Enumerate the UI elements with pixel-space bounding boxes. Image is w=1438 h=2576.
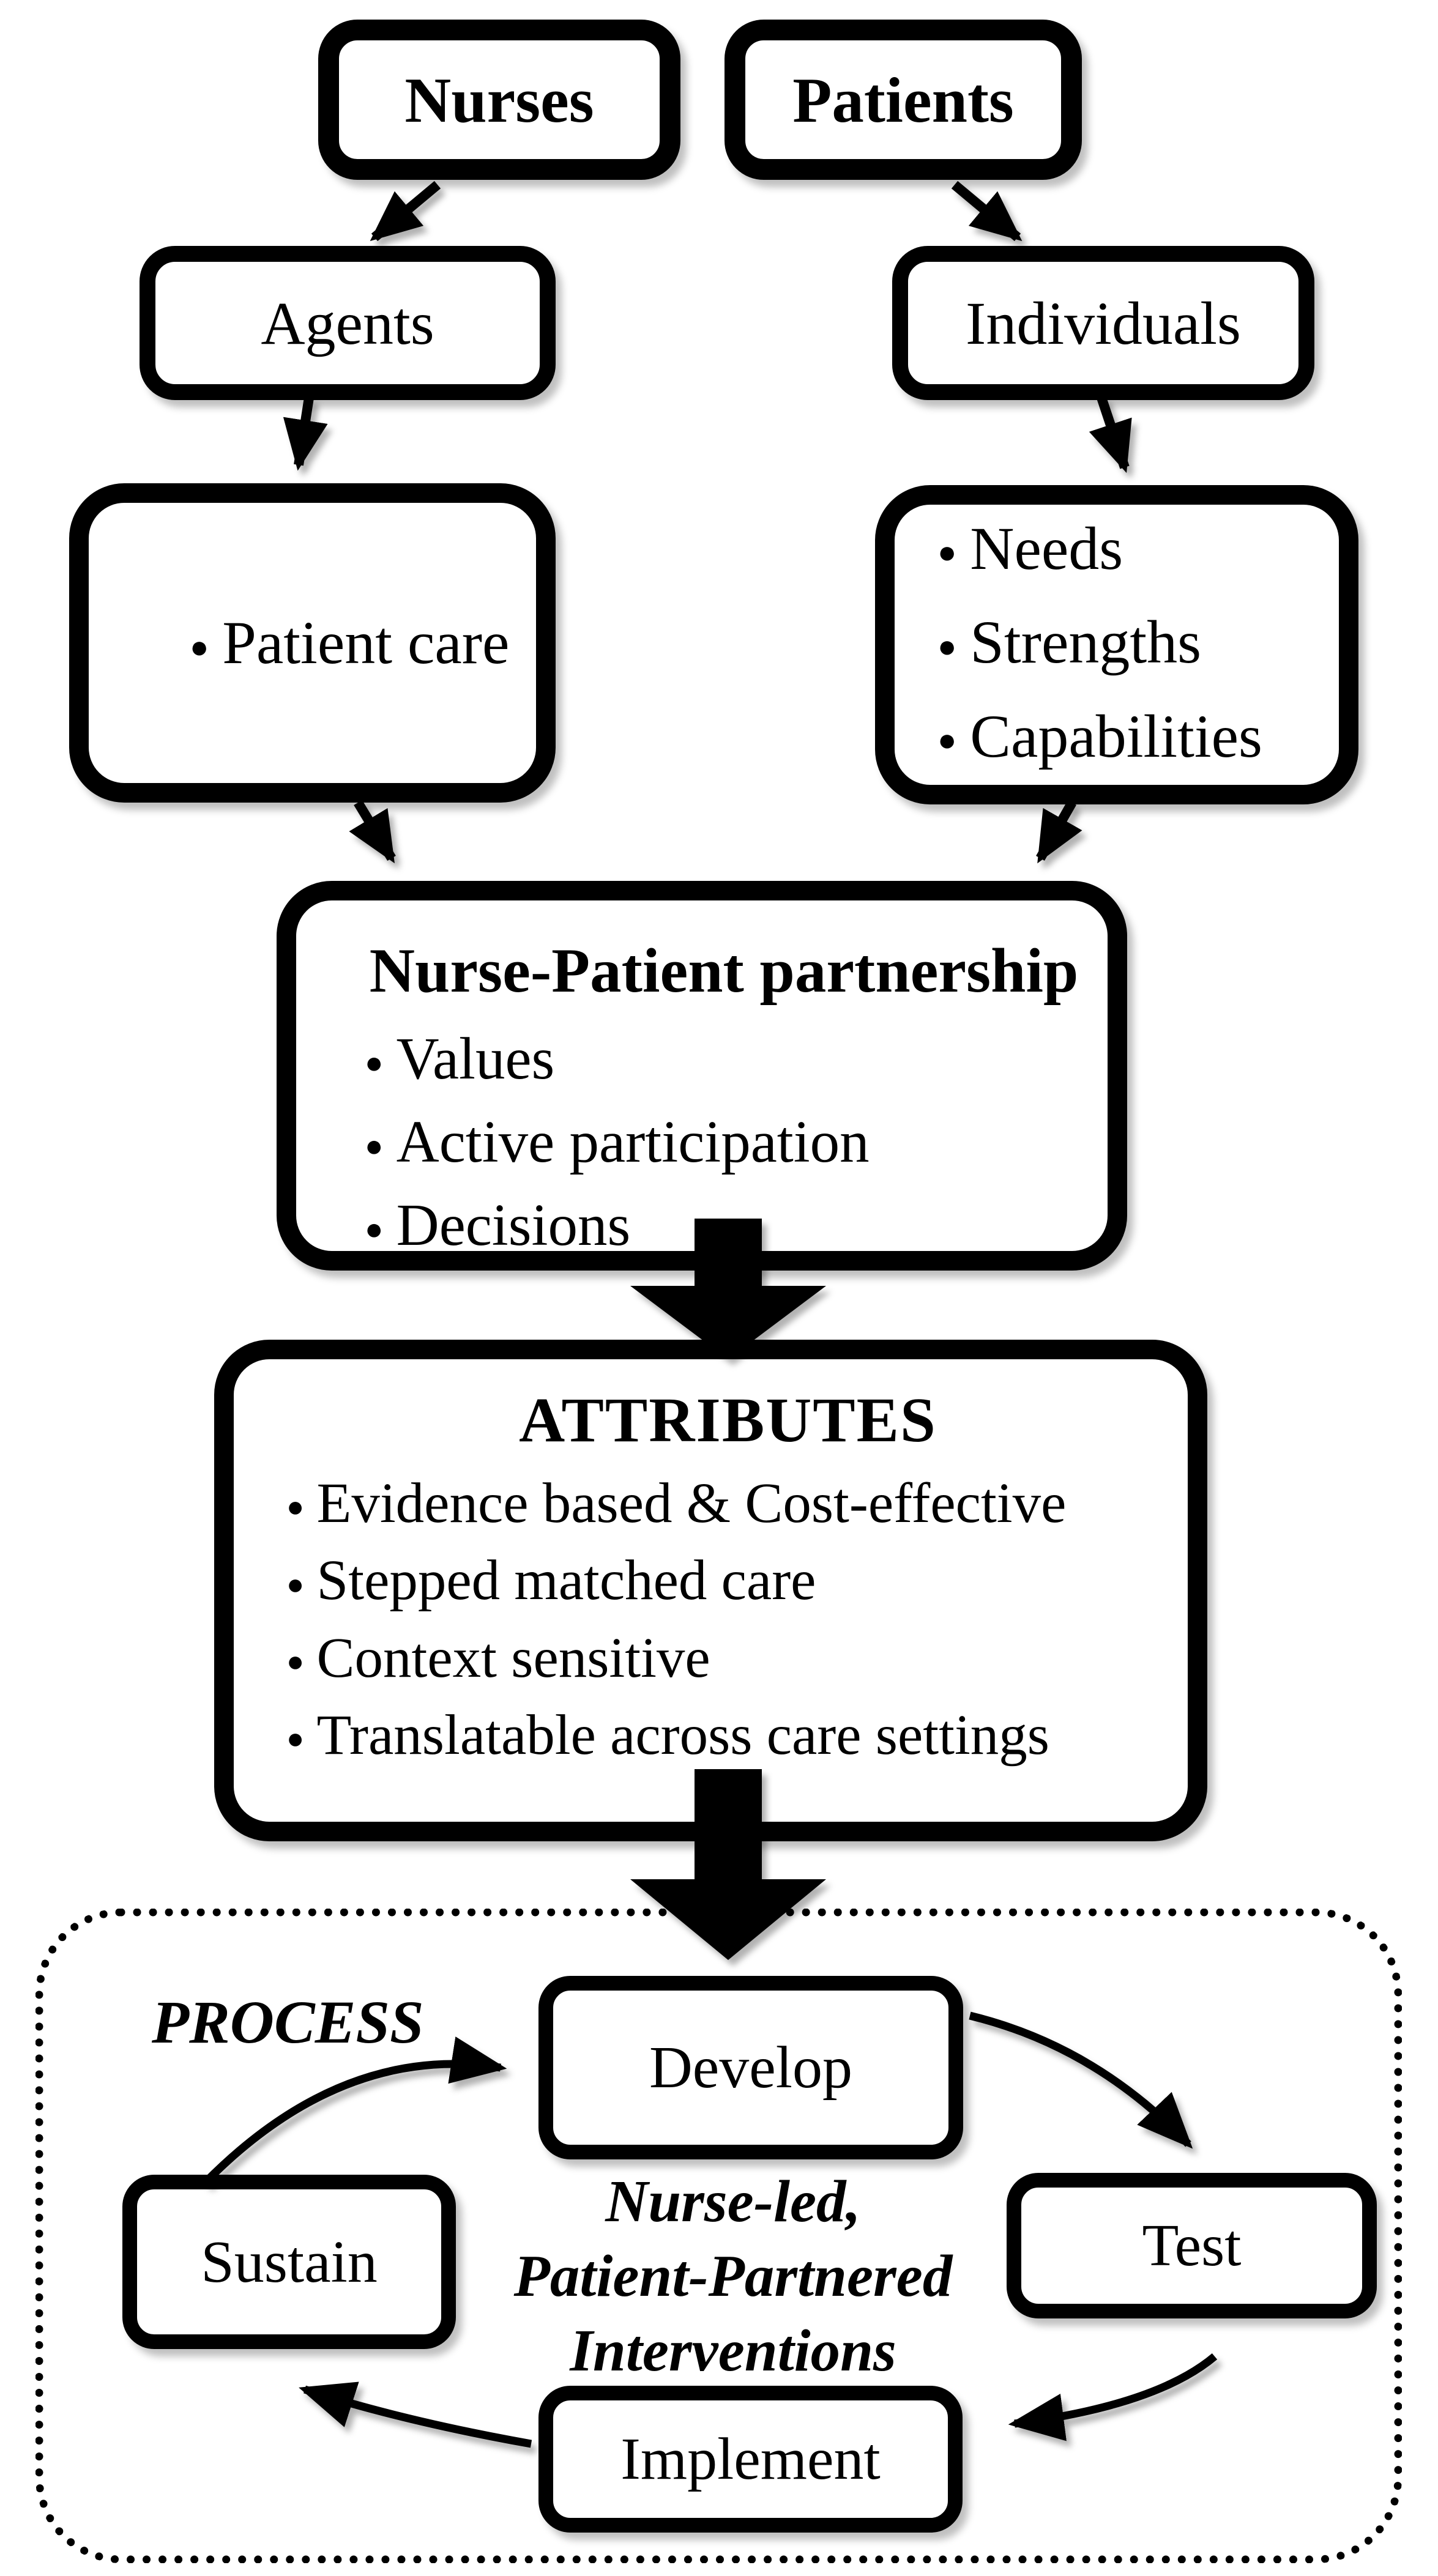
cycle-center-label: Nurse-led, Patient-Partnered Interventio… xyxy=(464,2164,1002,2388)
partnership-box: Nurse-Patient partnership Values Active … xyxy=(277,881,1127,1271)
process-container xyxy=(35,1909,1402,2563)
attribute-translatable-item: Translatable across care settings xyxy=(286,1699,1169,1776)
individuals-label: Individuals xyxy=(966,289,1241,357)
implement-label: Implement xyxy=(620,2426,881,2492)
implement-box: Implement xyxy=(538,2386,963,2533)
develop-box: Develop xyxy=(538,1976,963,2159)
agents-box: Agents xyxy=(140,246,556,400)
attributes-title: ATTRIBUTES xyxy=(519,1385,937,1455)
arrow-agents-to-patient-care xyxy=(283,396,328,471)
cycle-center-line2: Patient-Partnered xyxy=(513,2243,953,2309)
test-label: Test xyxy=(1142,2213,1242,2279)
arrow-patients-to-individuals xyxy=(951,180,1023,242)
arrow-patient-attributes-to-partnership xyxy=(1036,800,1082,864)
capabilities-item: Capabilities xyxy=(937,692,1339,786)
patient-care-box: Patient care xyxy=(69,483,556,803)
process-label: PROCESS xyxy=(152,1988,424,2056)
individuals-box: Individuals xyxy=(892,246,1314,400)
patient-care-item: Patient care xyxy=(190,603,536,683)
strengths-item: Strengths xyxy=(937,598,1339,692)
needs-item: Needs xyxy=(937,504,1339,598)
arrow-patient-care-to-partnership xyxy=(349,800,396,864)
patient-attributes-box: Needs Strengths Capabilities xyxy=(875,485,1358,804)
arrow-nurses-to-agents xyxy=(370,180,441,242)
patients-label: Patients xyxy=(792,64,1014,136)
arrow-individuals-to-attributes-of-patient xyxy=(1089,396,1132,473)
develop-label: Develop xyxy=(649,2035,852,2101)
values-item: Values xyxy=(365,1019,1083,1102)
partnership-title: Nurse-Patient partnership xyxy=(369,936,1079,1006)
cycle-center-line3: Interventions xyxy=(570,2318,896,2383)
cycle-center-line1: Nurse-led, xyxy=(605,2169,861,2234)
sustain-box: Sustain xyxy=(122,2175,456,2349)
attributes-box: ATTRIBUTES Evidence based & Cost-effecti… xyxy=(214,1340,1207,1841)
attribute-evidence-item: Evidence based & Cost-effective xyxy=(286,1467,1169,1544)
test-box: Test xyxy=(1007,2173,1377,2318)
decisions-item: Decisions xyxy=(365,1186,1083,1269)
active-participation-item: Active participation xyxy=(365,1102,1083,1186)
sustain-label: Sustain xyxy=(201,2229,378,2295)
attribute-context-item: Context sensitive xyxy=(286,1622,1169,1699)
attribute-stepped-item: Stepped matched care xyxy=(286,1544,1169,1621)
nurses-box: Nurses xyxy=(318,20,680,180)
nurses-label: Nurses xyxy=(404,64,594,136)
patients-box: Patients xyxy=(725,20,1082,180)
agents-label: Agents xyxy=(261,289,434,357)
